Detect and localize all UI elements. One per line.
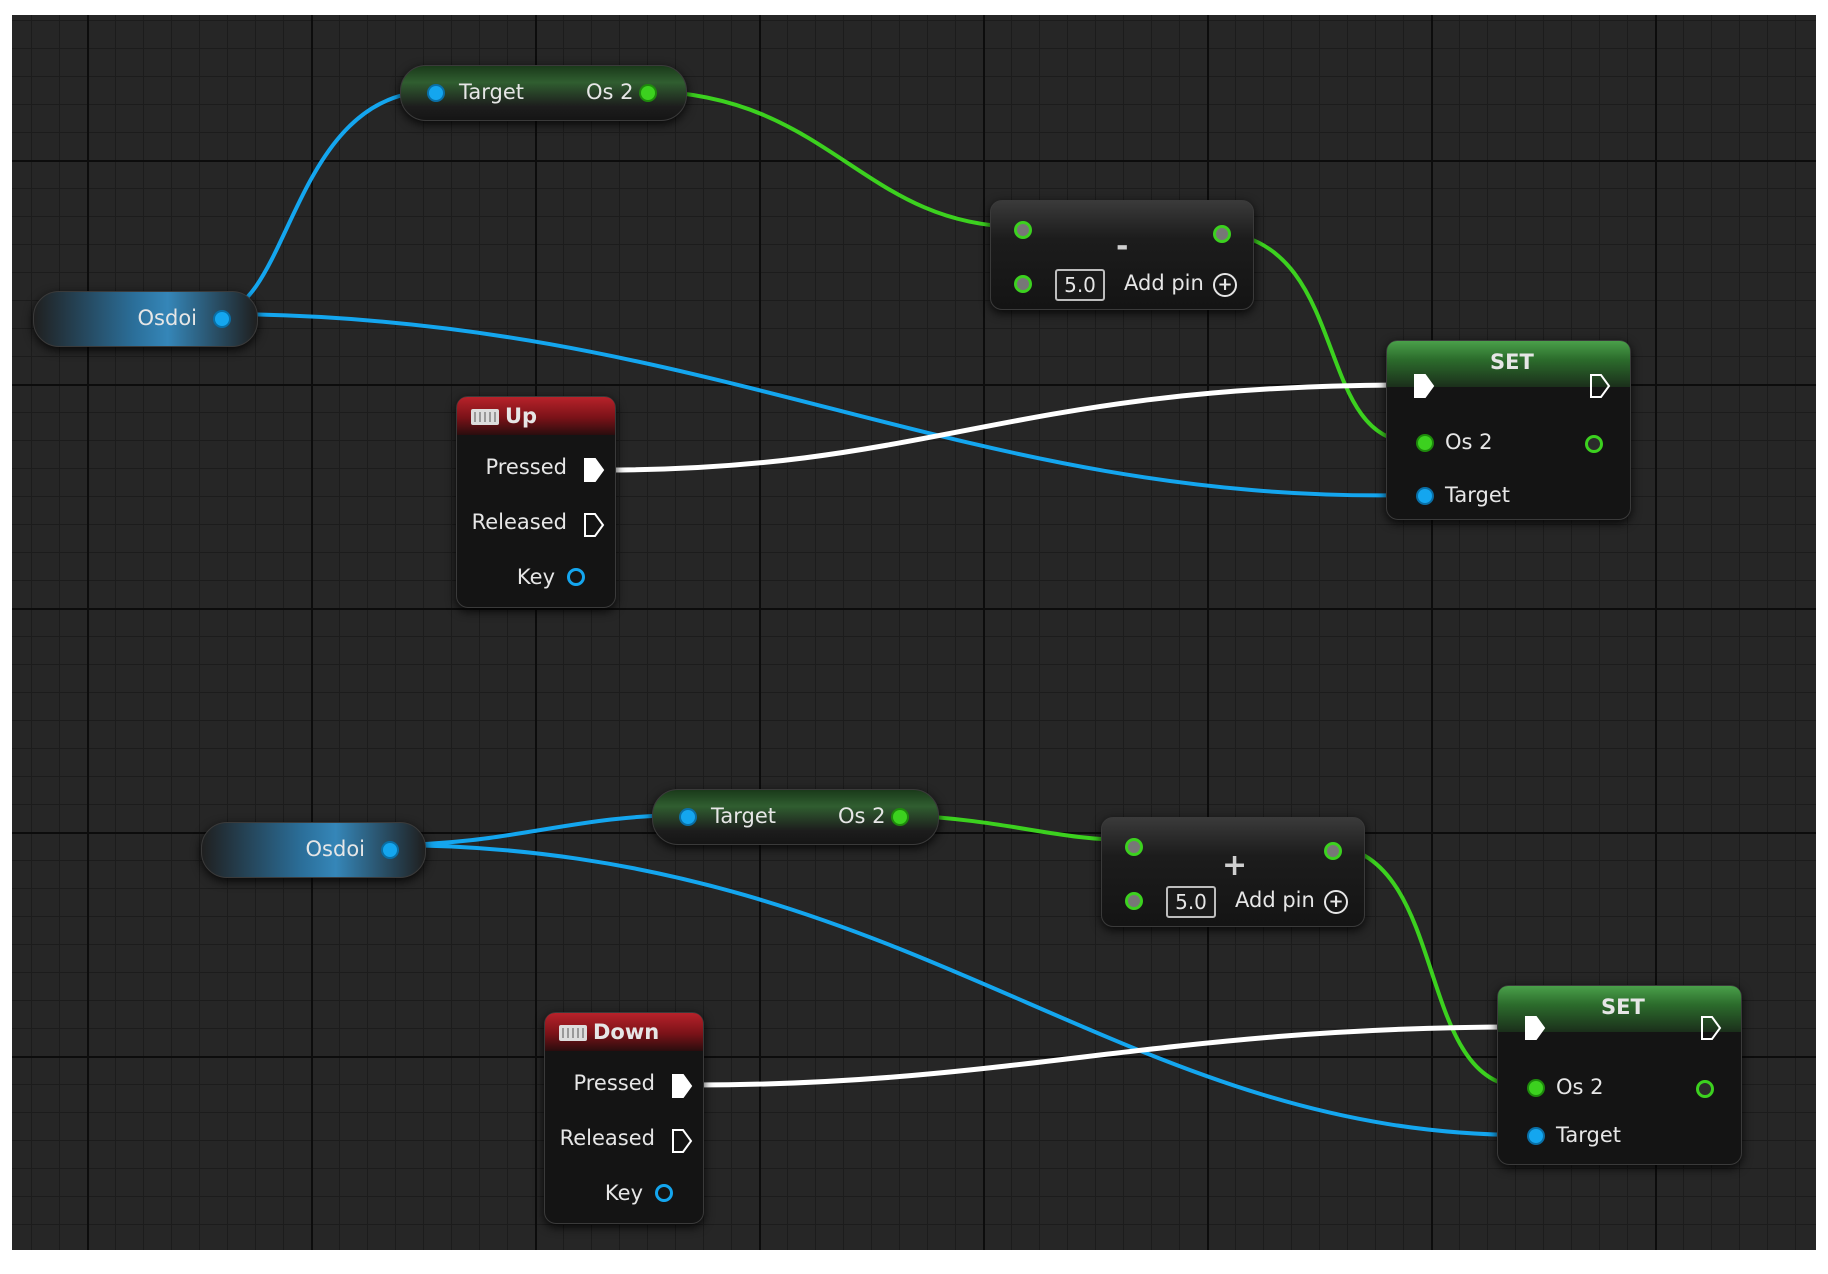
getter-output-label: Os 2 [586,80,634,104]
wire-math-to-set-value [1220,230,1415,444]
down-key-event-node[interactable]: Down Pressed Released Key [544,1012,704,1224]
wire-osdoi-to-set-target [217,312,1415,498]
wire-math2-to-set-value [1329,843,1526,1089]
down-released-label: Released [559,1126,655,1150]
set-2-os2-input-pin[interactable] [1529,1081,1543,1095]
wire-osdoi-to-getter [217,89,436,316]
add-pin-icon[interactable]: + [1213,273,1237,297]
up-pressed-exec-pin[interactable] [583,457,605,483]
set-1-target-label: Target [1445,483,1510,507]
subtract-operator-label: - [1116,229,1129,264]
set-os2-node-2[interactable]: SET Os 2 Target [1497,985,1742,1165]
set-2-target-pin[interactable] [1529,1129,1543,1143]
osdoi-2-label: Osdoi [305,837,365,861]
add-value-field[interactable]: 5.0 [1166,886,1216,918]
subtract-input-b-pin[interactable] [1014,275,1032,293]
keyboard-icon [559,1025,587,1041]
osdoi-2-output-pin[interactable] [383,843,397,857]
up-key-event-node[interactable]: Up Pressed Released Key [456,396,616,608]
set-node-1-title: SET [1490,350,1534,374]
set-2-os2-output-pin[interactable] [1696,1080,1714,1098]
set-node-2-title: SET [1601,995,1645,1019]
wire-exec-down-to-set [693,1024,1520,1088]
wire-exec-up-to-set [605,382,1408,473]
up-released-label: Released [471,510,567,534]
getter-2-target-label: Target [711,804,776,828]
set-1-os2-input-pin[interactable] [1418,436,1432,450]
subtract-node[interactable]: - 5.0 Add pin + [990,200,1254,310]
add-input-b-pin[interactable] [1125,892,1143,910]
osdoi-label: Osdoi [137,306,197,330]
up-key-output-pin[interactable] [567,568,585,586]
add-node[interactable]: + 5.0 Add pin + [1101,817,1365,927]
subtract-input-a-pin[interactable] [1014,221,1032,239]
set-1-exec-out-pin[interactable] [1589,373,1611,399]
down-key-output-pin[interactable] [655,1184,673,1202]
getter-os2-output-pin[interactable] [641,86,655,100]
wire-getter-to-math [646,89,1023,229]
set-2-exec-out-pin[interactable] [1700,1015,1722,1041]
wire-osdoi2-to-getter [385,813,689,847]
os2-getter-node[interactable]: Target Os 2 [400,65,687,121]
getter-2-os2-output-pin[interactable] [893,810,907,824]
up-key-label: Key [516,565,555,589]
keyboard-icon [471,409,499,425]
add-output-pin[interactable] [1324,842,1342,860]
subtract-add-pin-label[interactable]: Add pin [1124,271,1204,295]
set-1-os2-output-pin[interactable] [1585,435,1603,453]
getter-target-label: Target [459,80,524,104]
set-1-exec-in-pin[interactable] [1413,373,1435,399]
set-1-target-pin[interactable] [1418,489,1432,503]
up-pressed-label: Pressed [485,455,567,479]
up-key-title: Up [505,404,538,428]
wire-osdoi2-to-set-target [385,843,1526,1137]
set-2-exec-in-pin[interactable] [1524,1015,1546,1041]
down-pressed-label: Pressed [573,1071,655,1095]
subtract-value-field[interactable]: 5.0 [1055,269,1105,301]
getter-target-pin[interactable] [429,86,443,100]
down-key-label: Key [604,1181,643,1205]
add-add-pin-label[interactable]: Add pin [1235,888,1315,912]
add-input-a-pin[interactable] [1125,838,1143,856]
add-operator-label: + [1222,848,1248,883]
down-released-exec-pin[interactable] [671,1128,693,1154]
down-key-title: Down [593,1020,660,1044]
osdoi-variable-node[interactable]: Osdoi [33,291,258,347]
add-pin-icon[interactable]: + [1324,890,1348,914]
set-1-os2-label: Os 2 [1445,430,1493,454]
getter-2-target-pin[interactable] [681,810,695,824]
wires-layer [217,89,1526,1137]
osdoi-variable-node-2[interactable]: Osdoi [201,822,426,878]
subtract-output-pin[interactable] [1213,225,1231,243]
getter-2-output-label: Os 2 [838,804,886,828]
blueprint-graph-canvas[interactable]: Osdoi Target Os 2 - 5.0 Add pin + Up Pre… [12,15,1816,1250]
set-os2-node-1[interactable]: SET Os 2 Target [1386,340,1631,520]
os2-getter-node-2[interactable]: Target Os 2 [652,789,939,845]
osdoi-output-pin[interactable] [215,312,229,326]
set-2-os2-label: Os 2 [1556,1075,1604,1099]
down-pressed-exec-pin[interactable] [671,1073,693,1099]
set-2-target-label: Target [1556,1123,1621,1147]
up-released-exec-pin[interactable] [583,512,605,538]
